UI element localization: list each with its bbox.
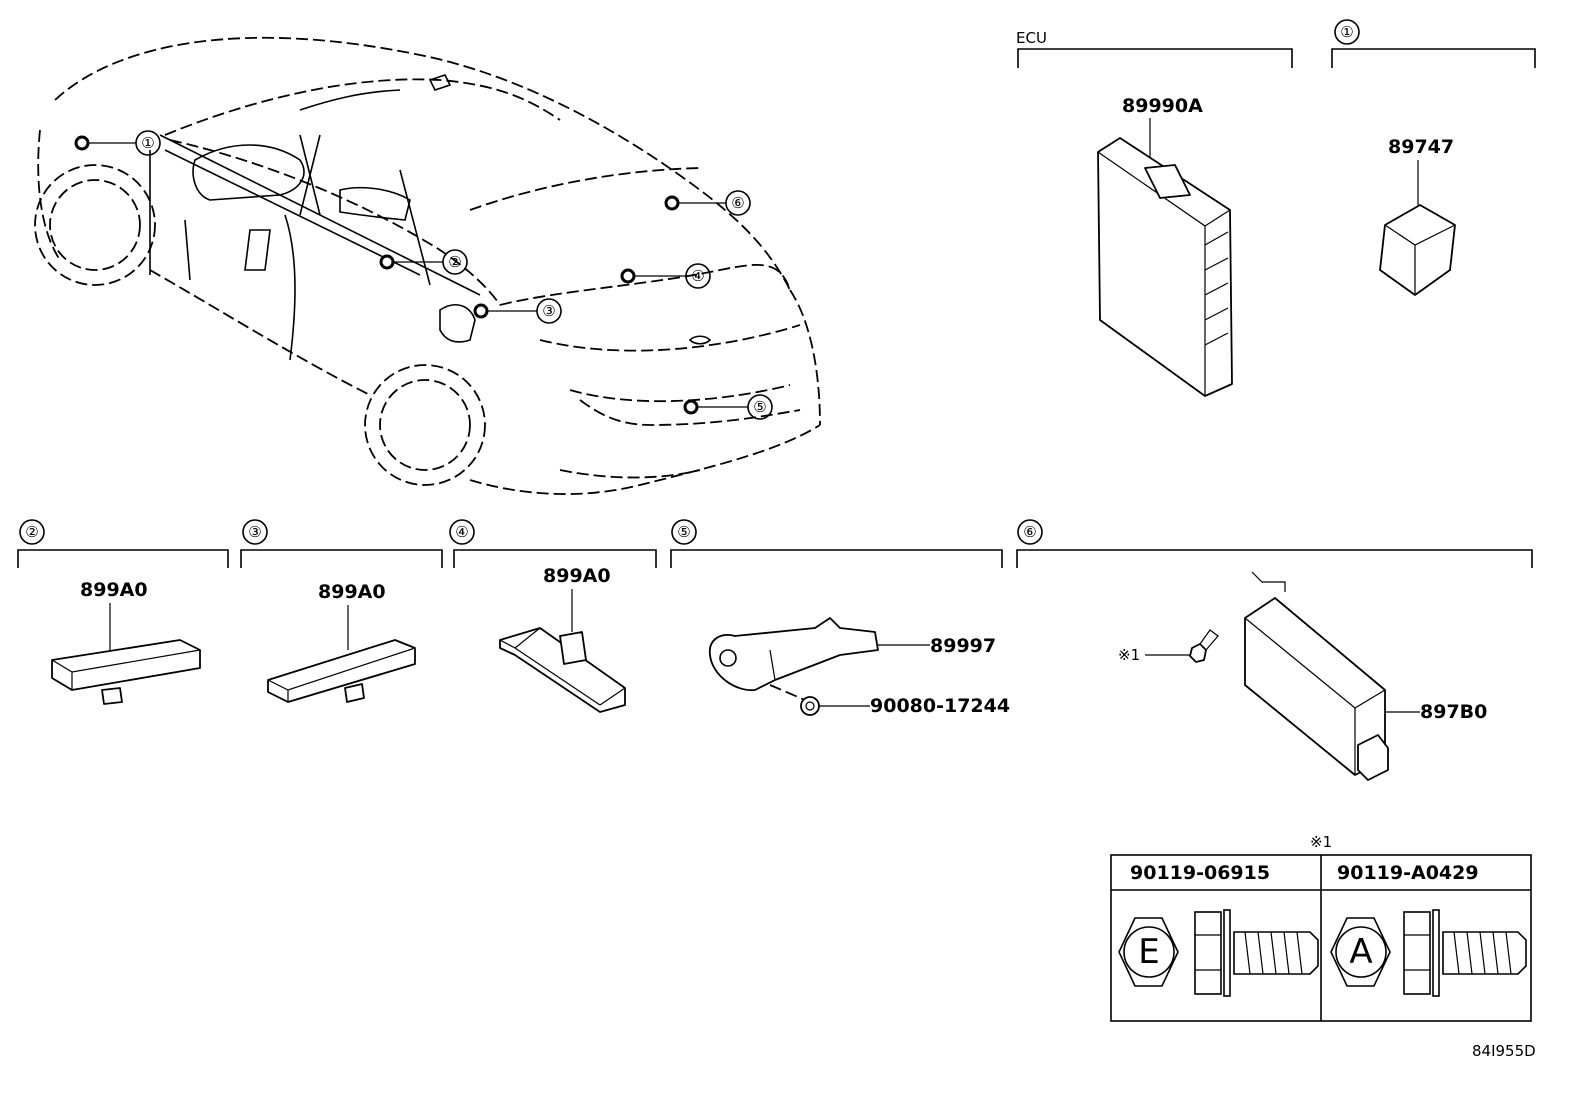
callout-4: ④ xyxy=(620,263,711,289)
bolt-col-1-stamp: E xyxy=(1138,932,1159,972)
part-899A0-a-icon xyxy=(51,639,201,691)
bolt-table-marker: ※1 xyxy=(1310,833,1332,851)
section-2-marker: ② xyxy=(25,523,38,541)
part-899A0-a-label: 899A0 xyxy=(80,579,148,601)
part-90080-17244-label: 90080-17244 xyxy=(870,695,1010,717)
part-89747-icon xyxy=(1379,204,1456,296)
diagram-code: 84I955D xyxy=(1472,1042,1536,1060)
bolt-col-2-part: 90119-A0429 xyxy=(1337,862,1479,884)
callout-5: ⑤ xyxy=(683,394,773,420)
part-89997-label: 89997 xyxy=(930,635,996,657)
part-89997-icon xyxy=(708,617,879,691)
callout-4-label: ④ xyxy=(691,267,704,285)
section-1: ① 89747 xyxy=(1331,19,1536,296)
section-6: ⑥ 897B0 ※1 xyxy=(1016,519,1533,781)
callout-1-label: ① xyxy=(141,134,154,152)
bolt-icon xyxy=(1189,643,1207,663)
section-6-marker: ⑥ xyxy=(1023,523,1036,541)
nut-icon xyxy=(800,696,820,716)
section-2: ② 899A0 xyxy=(17,519,229,705)
section-ecu: ECU 89990A xyxy=(1016,29,1293,397)
section-4-marker: ④ xyxy=(455,523,468,541)
ecu-section-label: ECU xyxy=(1016,29,1047,47)
note-marker-label: ※1 xyxy=(1118,646,1140,664)
callout-3: ③ xyxy=(473,298,562,324)
part-899A0-c-label: 899A0 xyxy=(543,565,611,587)
bolt-col-1-part: 90119-06915 xyxy=(1130,862,1270,884)
callout-2: ② xyxy=(379,249,468,275)
callout-5-label: ⑤ xyxy=(753,398,766,416)
callout-1: ① xyxy=(74,130,161,156)
bolt-table: ※1 90119-06915 90119-A0429 E A xyxy=(1110,833,1532,1022)
section-4: ④ 899A0 xyxy=(449,519,657,713)
section-5: ⑤ 89997 90080-17244 xyxy=(670,519,1010,717)
part-899A0-b-label: 899A0 xyxy=(318,581,386,603)
section-3-marker: ③ xyxy=(248,523,261,541)
part-899A0-c-icon xyxy=(499,627,626,713)
bolt-col-2-stamp: A xyxy=(1349,932,1372,972)
section-1-marker: ① xyxy=(1340,23,1353,41)
part-89747-label: 89747 xyxy=(1388,136,1454,158)
part-897B0-label: 897B0 xyxy=(1420,701,1487,723)
ecu-part-number: 89990A xyxy=(1122,95,1203,117)
bolt-col-1-drawing: E xyxy=(1118,909,1319,997)
callout-6: ⑥ xyxy=(664,190,751,216)
section-3: ③ 899A0 xyxy=(240,519,443,703)
car-illustration xyxy=(34,36,821,495)
callout-3-label: ③ xyxy=(542,302,555,320)
ecu-module-icon xyxy=(1097,137,1233,397)
callout-2-label: ② xyxy=(448,253,461,271)
part-899A0-b-icon xyxy=(267,639,416,703)
section-5-marker: ⑤ xyxy=(677,523,690,541)
callout-6-label: ⑥ xyxy=(731,194,744,212)
bolt-col-2-drawing: A xyxy=(1330,909,1527,997)
